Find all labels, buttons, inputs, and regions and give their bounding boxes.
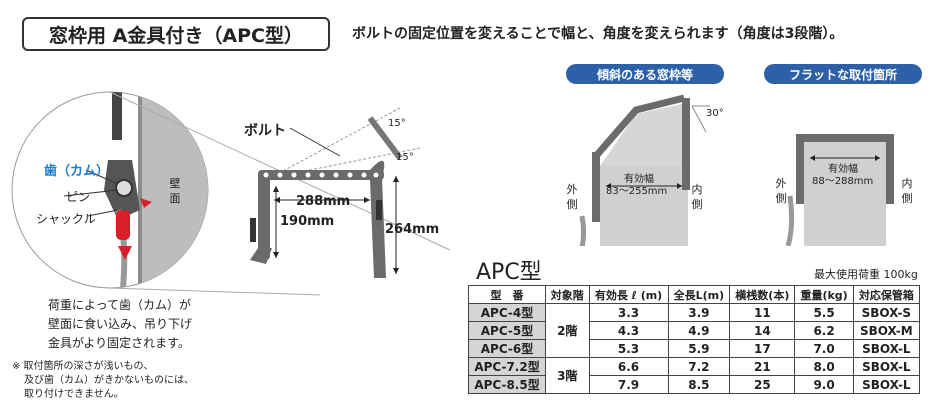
value-cell: 14 <box>729 321 796 340</box>
angle-label-2: 15° <box>396 152 414 163</box>
model-cell: APC-8.5型 <box>467 375 547 394</box>
flat-header: フラットな取付箇所 <box>764 64 922 84</box>
value-cell: 7.9 <box>588 375 669 394</box>
flat-eff-range: 88〜288mm <box>812 176 874 187</box>
value-cell: 9.0 <box>794 375 854 394</box>
value-cell: 5.3 <box>588 339 669 358</box>
value-cell: 17 <box>729 339 796 358</box>
value-cell: 3.9 <box>667 303 731 322</box>
load-note-line: 荷重によって歯（カム）が <box>48 298 192 312</box>
bracket-diagram <box>250 107 421 278</box>
sloped-eff-label: 有効幅 <box>624 174 654 185</box>
model-cell: APC-4型 <box>467 303 547 322</box>
sloped-window-diagram <box>579 94 710 246</box>
max-load-label: 最大使用荷重 100kg <box>814 268 918 281</box>
value-cell: 7.2 <box>667 357 731 376</box>
value-cell: 3.3 <box>588 303 669 322</box>
value-cell: 8.5 <box>667 375 731 394</box>
value-cell: 8.0 <box>794 357 854 376</box>
table-row: APC-5型 4.3 4.9 14 6.2 SBOX-M <box>467 321 921 340</box>
table-header-row: 型 番 対象階 有効長 ℓ (m) 全長L(m) 横桟数(本) 重量(kg) 対… <box>467 285 921 304</box>
col-header: 横桟数(本) <box>729 285 796 304</box>
tooth-label: 歯（カム） <box>44 164 110 179</box>
caution-note-line: ※ 取付箇所の深さが浅いもの、 <box>12 361 154 372</box>
pin-label: ピン <box>66 190 91 204</box>
height-dimension-1: 190mm <box>280 214 335 229</box>
table-row: APC-6型 5.3 5.9 17 7.0 SBOX-L <box>467 339 921 358</box>
sloped-header: 傾斜のある窓枠等 <box>566 64 724 84</box>
value-cell: SBOX-L <box>852 357 921 376</box>
col-header: 有効長 ℓ (m) <box>588 285 669 304</box>
col-header: 重量(kg) <box>794 285 854 304</box>
table-row: APC-4型 2階 3.3 3.9 11 5.5 SBOX-S <box>467 303 921 358</box>
height-dimension-2: 264mm <box>385 222 440 237</box>
value-cell: 5.5 <box>794 303 854 322</box>
load-note-line: 壁面に食い込み、吊り下げ <box>48 317 193 331</box>
value-cell: SBOX-L <box>852 375 921 394</box>
value-cell: SBOX-M <box>852 321 921 340</box>
value-cell: 5.9 <box>667 339 731 358</box>
value-cell: 11 <box>729 303 796 322</box>
slope-angle: 30° <box>706 108 724 119</box>
level-cell: 3階 <box>545 357 590 394</box>
col-header: 全長L(m) <box>667 285 731 304</box>
col-header: 対応保管箱 <box>852 285 921 304</box>
wall-label: 壁面 <box>169 177 181 205</box>
load-note-line: 金具がより固定されます。 <box>48 336 190 350</box>
value-cell: 6.2 <box>794 321 854 340</box>
value-cell: 21 <box>729 357 796 376</box>
value-cell: SBOX-S <box>852 303 921 322</box>
value-cell: SBOX-L <box>852 339 921 358</box>
col-header: 型 番 <box>467 285 547 304</box>
level-cell: 2階 <box>545 303 590 358</box>
table-row: APC-8.5型 7.9 8.5 25 9.0 SBOX-L <box>467 375 921 394</box>
table-title: APC型 <box>476 260 542 285</box>
sloped-eff-range: 83〜255mm <box>606 186 668 197</box>
model-cell: APC-5型 <box>467 321 547 340</box>
bolt-label: ボルト <box>244 123 286 139</box>
value-cell: 4.3 <box>588 321 669 340</box>
flat-inside-label: 内側 <box>901 177 913 205</box>
spec-table: 型 番 対象階 有効長 ℓ (m) 全長L(m) 横桟数(本) 重量(kg) 対… <box>467 285 921 394</box>
value-cell: 7.0 <box>794 339 854 358</box>
table-row: APC-7.2型 3階 6.6 7.2 21 8.0 SBOX-L <box>467 357 921 394</box>
value-cell: 25 <box>729 375 796 394</box>
caution-note: ※ 取付箇所の深さが浅いもの、 及び歯（カム）がきかないものには、 取り付けでき… <box>12 360 194 402</box>
col-header: 対象階 <box>545 285 590 304</box>
value-cell: 6.6 <box>588 357 669 376</box>
sloped-inside-label: 内側 <box>691 183 703 211</box>
flat-outside-label: 外側 <box>775 177 787 205</box>
cam-closeup-diagram <box>11 91 451 296</box>
value-cell: 4.9 <box>667 321 731 340</box>
width-dimension: 288mm <box>296 194 351 209</box>
flat-eff-label: 有効幅 <box>828 164 858 175</box>
model-cell: APC-7.2型 <box>467 357 547 376</box>
angle-label-1: 15° <box>388 118 406 129</box>
flat-window-diagram <box>785 134 894 246</box>
model-cell: APC-6型 <box>467 339 547 358</box>
product-title: 窓枠用 A金具付き（APC型） <box>22 17 330 51</box>
sloped-outside-label: 外側 <box>566 183 578 211</box>
load-note: 荷重によって歯（カム）が 壁面に食い込み、吊り下げ 金具がより固定されます。 <box>48 296 192 353</box>
product-description: ボルトの固定位置を変えることで幅と、角度を変えられます（角度は3段階）。 <box>352 26 844 42</box>
caution-note-line: 及び歯（カム）がきかないものには、 <box>24 375 194 386</box>
caution-note-line: 取り付けできません。 <box>24 389 124 400</box>
shackle-label: シャックル <box>36 212 96 226</box>
